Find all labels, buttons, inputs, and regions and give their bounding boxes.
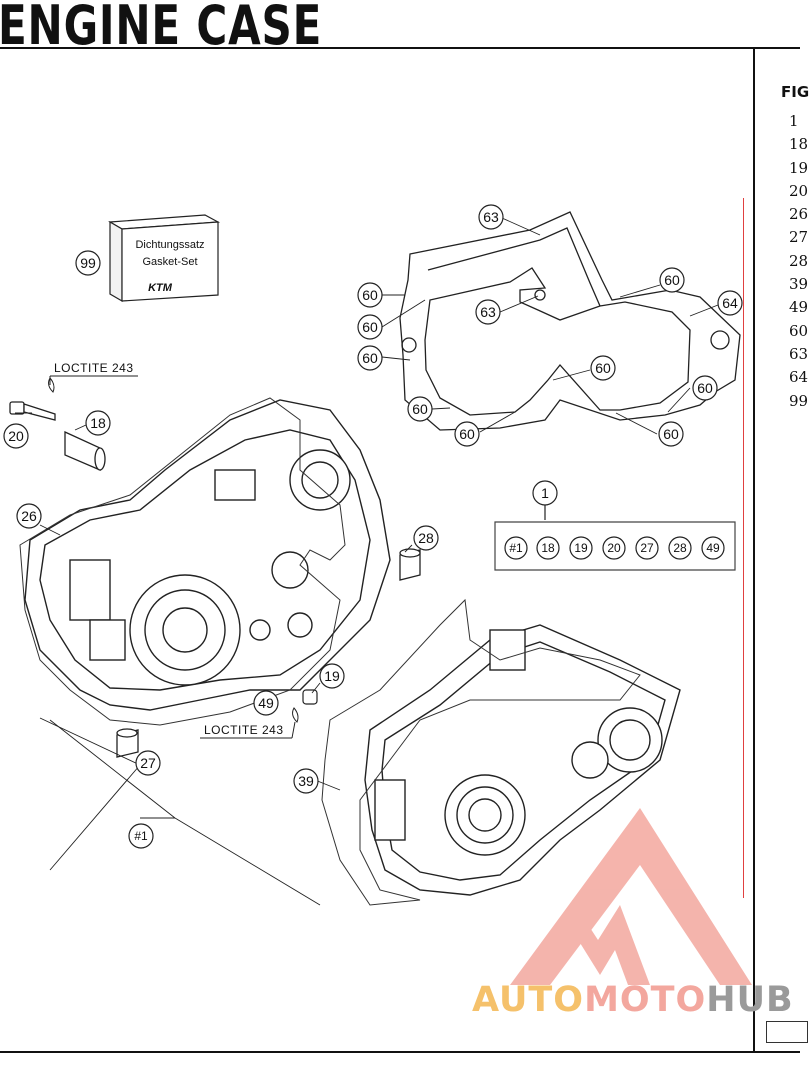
margin-red-line <box>743 198 744 898</box>
sidebar-part-number[interactable]: 39 <box>789 275 809 294</box>
kit-item: 49 <box>706 541 720 555</box>
kit-item: 20 <box>607 541 621 555</box>
callout-set-1: #1 <box>134 829 148 843</box>
callout-28: 28 <box>418 530 434 546</box>
gasket-set-line1: Dichtungssatz <box>135 239 204 251</box>
dowel-sleeve-27 <box>116 728 139 758</box>
sidebar-part-number[interactable]: 19 <box>789 158 809 177</box>
sidebar-part-number[interactable]: 18 <box>789 135 809 154</box>
watermark-logo-icon <box>510 808 752 985</box>
kit-item: 18 <box>541 541 555 555</box>
footer-rule <box>0 1051 800 1053</box>
callout-99: 99 <box>80 255 96 271</box>
footer-box <box>766 1021 808 1043</box>
right-crankcase-half <box>364 624 681 896</box>
loctite-label-top: LOCTITE 243 <box>54 361 134 375</box>
loctite-drop-icon <box>292 707 299 723</box>
sidebar-part-number[interactable]: 27 <box>789 228 809 247</box>
sidebar-part-number[interactable]: 1 <box>789 112 799 130</box>
kit-item: 19 <box>574 541 588 555</box>
sidebar-part-number[interactable]: 20 <box>789 181 809 200</box>
watermark-part: HUB <box>706 980 794 1020</box>
callout-60: 60 <box>595 360 611 376</box>
dowel-sleeve-18 <box>64 430 106 471</box>
watermark-part: AUTO <box>472 980 585 1020</box>
callout-60: 60 <box>664 272 680 288</box>
callout-18: 18 <box>90 415 106 431</box>
sidebar-part-number[interactable]: 49 <box>789 298 809 317</box>
callout-19: 19 <box>324 668 340 684</box>
sidebar-fig-label: FIG <box>781 83 809 101</box>
header-rule <box>0 47 800 49</box>
callout-circles <box>3 204 743 849</box>
sidebar-part-number[interactable]: 28 <box>789 251 809 270</box>
callout-39: 39 <box>298 773 314 789</box>
dowel-sleeve-28 <box>399 548 421 581</box>
left-crankcase-half <box>24 399 391 711</box>
callout-60: 60 <box>362 287 378 303</box>
gasket-set-box <box>108 214 221 303</box>
right-case-gasket <box>321 598 641 906</box>
watermark-part: MOTO <box>584 980 707 1020</box>
clutch-cover-gasket <box>399 211 741 431</box>
callout-60: 60 <box>663 426 679 442</box>
sidebar-part-number[interactable]: 63 <box>789 344 809 363</box>
sidebar-part-number[interactable]: 64 <box>789 368 809 387</box>
ktm-logo-icon: KTM <box>148 282 173 294</box>
sidebar-part-list: 1 18 19 20 26 27 28 39 49 60 63 64 99 <box>789 110 808 413</box>
loctite-label-bottom: LOCTITE 243 <box>204 723 284 737</box>
sidebar-part-number[interactable]: 99 <box>789 391 809 410</box>
screw-19 <box>302 689 318 705</box>
callout-27: 27 <box>140 755 156 771</box>
callout-60: 60 <box>362 319 378 335</box>
sidebar-part-number[interactable]: 26 <box>789 205 809 224</box>
loctite-drop-icon <box>48 377 55 393</box>
sidebar-part-number[interactable]: 60 <box>789 321 809 340</box>
callout-1: 1 <box>541 485 549 501</box>
kit-bracket <box>494 505 736 571</box>
kit-item: #1 <box>509 541 523 555</box>
callout-60: 60 <box>697 380 713 396</box>
sidebar-divider <box>753 48 755 1052</box>
watermark-text: AUTOMOTOHUB <box>472 980 794 1020</box>
gasket-set-line2: Gasket-Set <box>142 256 197 268</box>
leader-lines <box>15 217 719 906</box>
callout-26: 26 <box>21 508 37 524</box>
kit-item: 27 <box>640 541 654 555</box>
callout-63: 63 <box>483 209 499 225</box>
callout-20: 20 <box>8 428 24 444</box>
callout-60: 60 <box>412 401 428 417</box>
callout-63: 63 <box>480 304 496 320</box>
callout-64: 64 <box>722 295 738 311</box>
callout-60: 60 <box>362 350 378 366</box>
callout-49: 49 <box>258 695 274 711</box>
bolt-20 <box>9 401 56 421</box>
kit-item: 28 <box>673 541 687 555</box>
callout-60: 60 <box>459 426 475 442</box>
page-title: ENGINE CASE <box>0 0 323 57</box>
left-case-gasket <box>19 397 346 726</box>
